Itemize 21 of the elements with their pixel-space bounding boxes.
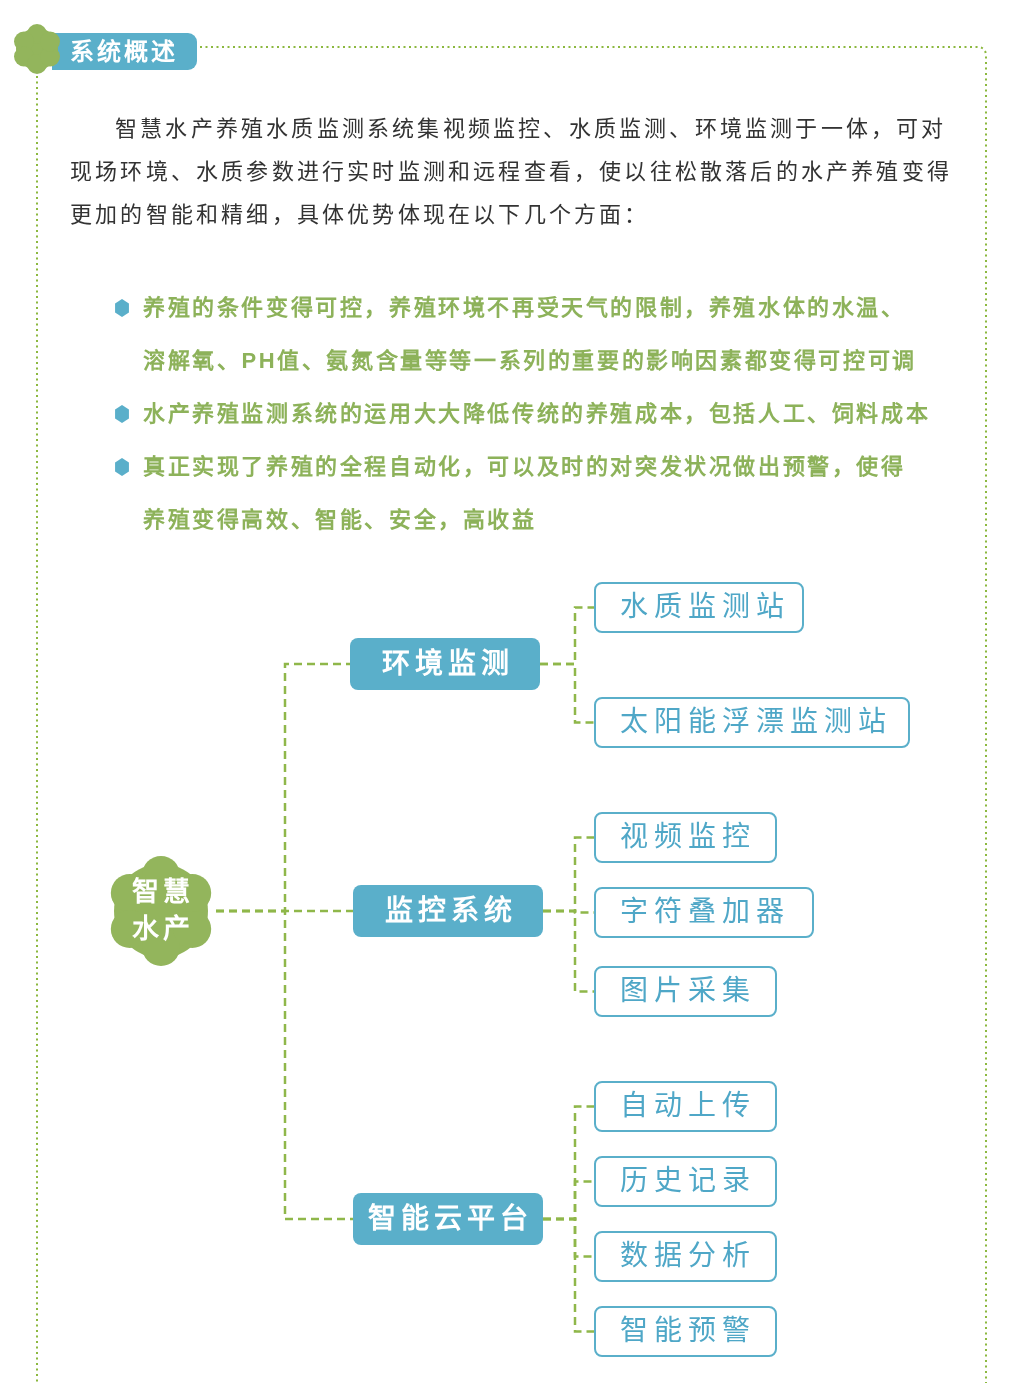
title-tab: 系统概述 [52, 33, 197, 70]
item-box: 智能预警 [594, 1306, 777, 1357]
bullet-point-text: 真正实现了养殖的全程自动化，可以及时的对突发状况做出预警，使得养殖变得高效、智能、安全，高收益 [143, 453, 907, 534]
connector-line [543, 909, 594, 993]
item-box: 历史记录 [594, 1156, 777, 1207]
bullet-point-text: 水产养殖监测系统的运用大大降低传统的养殖成本，包括人工、饲料成本 [143, 400, 932, 428]
item-box: 太阳能浮漂监测站 [594, 697, 910, 748]
item-box: 字符叠加器 [594, 887, 814, 938]
connector-line [540, 662, 594, 724]
bullet-point-text: 养殖的条件变得可控，养殖环境不再受天气的限制，养殖水体的水温、溶解氧、PH值、氨氮含量等等一系列的重要的影响因素都变得可控可调 [143, 294, 918, 375]
intro-paragraph: 智慧水产养殖水质监测系统集视频监控、水质监测、环境监测于一体，可对现场环境、水质参数进行实时监测和远程查看，使以往松散落后的水产养殖变得更加的智能和精细，具体优势体现在以下几个方面： [70, 115, 953, 229]
item-box: 数据分析 [594, 1231, 777, 1282]
category-box: 智能云平台 [353, 1193, 543, 1245]
item-box: 自动上传 [594, 1081, 777, 1132]
category-box: 监控系统 [353, 885, 543, 937]
item-box: 水质监测站 [594, 582, 804, 633]
item-box: 视频监控 [594, 812, 777, 863]
connector-line [543, 1217, 594, 1333]
connector-line [216, 909, 353, 1221]
category-box: 环境监测 [350, 638, 540, 690]
item-box: 图片采集 [594, 966, 777, 1017]
